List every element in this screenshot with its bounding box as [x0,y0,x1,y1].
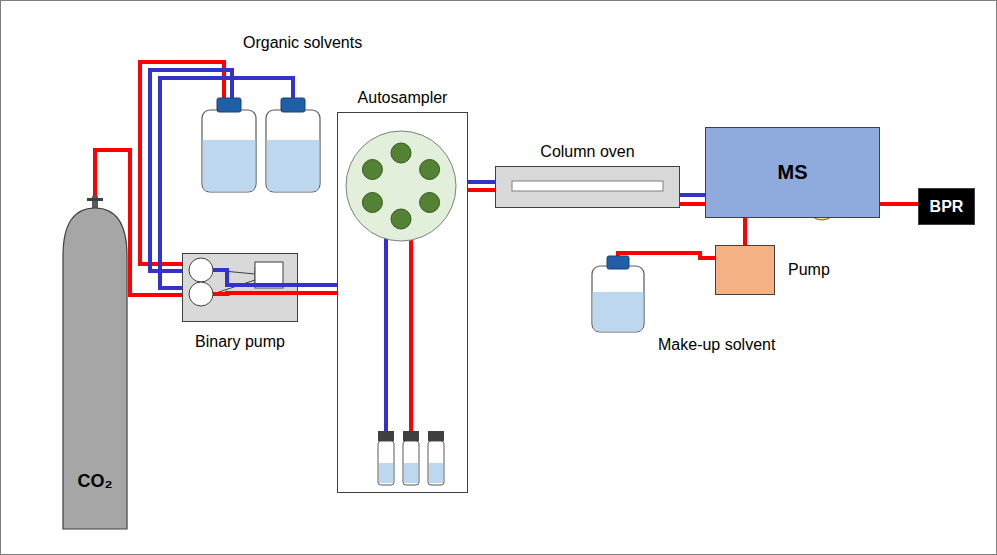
solvent-bottle [202,98,256,192]
tube-line [468,188,495,192]
tube-line [298,291,337,295]
flow-tube [298,285,337,293]
tube-line [468,180,495,184]
node-label: CO₂ [78,471,113,492]
node-label: Pump [788,261,830,279]
node-label: Binary pump [195,333,285,351]
autosampler: Autosampler [337,112,468,493]
solvent-label: Organic solvents [243,34,362,52]
make-up-bottle [592,256,644,332]
make-up-pump: Pump [715,245,775,295]
pump-heads [183,254,297,321]
back-pressure-regulator: BPR [918,188,975,225]
solvent-label: Make-up solvent [658,336,775,354]
tube-line [298,283,337,287]
column-oven: Column oven [495,166,680,208]
gas-cylinder: CO₂ [62,196,128,530]
node-label: Column oven [540,143,634,161]
mass-spectrometer: MS [705,127,880,218]
column-slot [496,167,679,207]
node-label: MS [778,161,808,184]
solvent-bottle [266,98,320,192]
flow-tube [468,182,495,190]
node-label: BPR [930,198,964,216]
make-up-tube [618,253,715,258]
node-label: Autosampler [358,89,448,107]
sample-tray [338,113,467,492]
binary-pump: Binary pump [182,253,298,322]
